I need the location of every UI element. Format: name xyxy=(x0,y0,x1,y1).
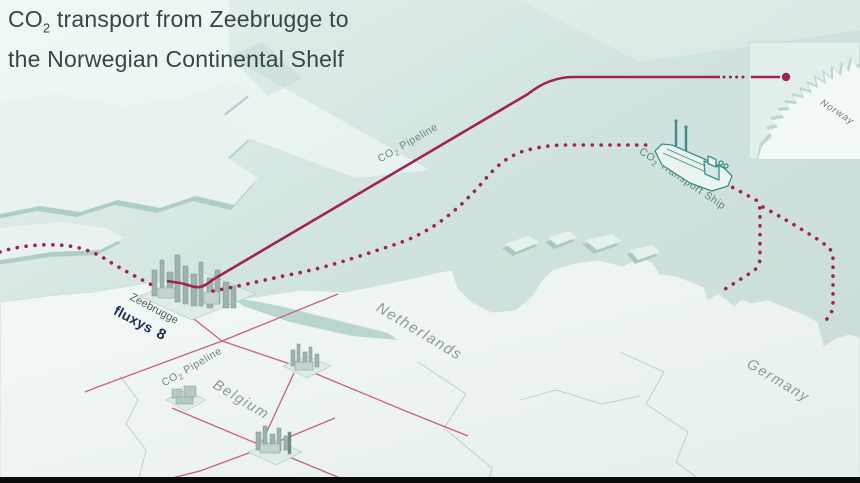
continent-landmass xyxy=(0,231,860,483)
title-co: CO xyxy=(8,6,43,32)
title-subscript: 2 xyxy=(42,20,51,36)
norway-inset-map: Norway xyxy=(748,41,860,160)
uk-landmass xyxy=(0,80,258,265)
estuary-water xyxy=(232,297,398,340)
country-borders xyxy=(119,351,697,483)
co2-pipeline-route xyxy=(166,75,750,289)
title-line1: transport from Zeebrugge to xyxy=(50,6,349,32)
co2-transport-ship-icon xyxy=(654,119,733,192)
title-line2: the Norwegian Continental Shelf xyxy=(8,45,345,72)
factory-icon xyxy=(247,425,303,466)
pipeline-endpoint-dot xyxy=(781,72,791,82)
factory-icon xyxy=(282,343,332,379)
ship-route-dotted-line xyxy=(0,143,835,322)
zeebrugge-terminal-icon xyxy=(137,254,258,321)
sea-highlight-shape-2 xyxy=(520,0,860,62)
footer-bar xyxy=(0,477,860,483)
wadden-islands xyxy=(502,231,660,264)
page-title: CO2 transport from Zeebrugge to the Norwe… xyxy=(8,4,428,75)
factory-icon xyxy=(165,385,207,412)
sea-shade-shape xyxy=(229,42,302,96)
